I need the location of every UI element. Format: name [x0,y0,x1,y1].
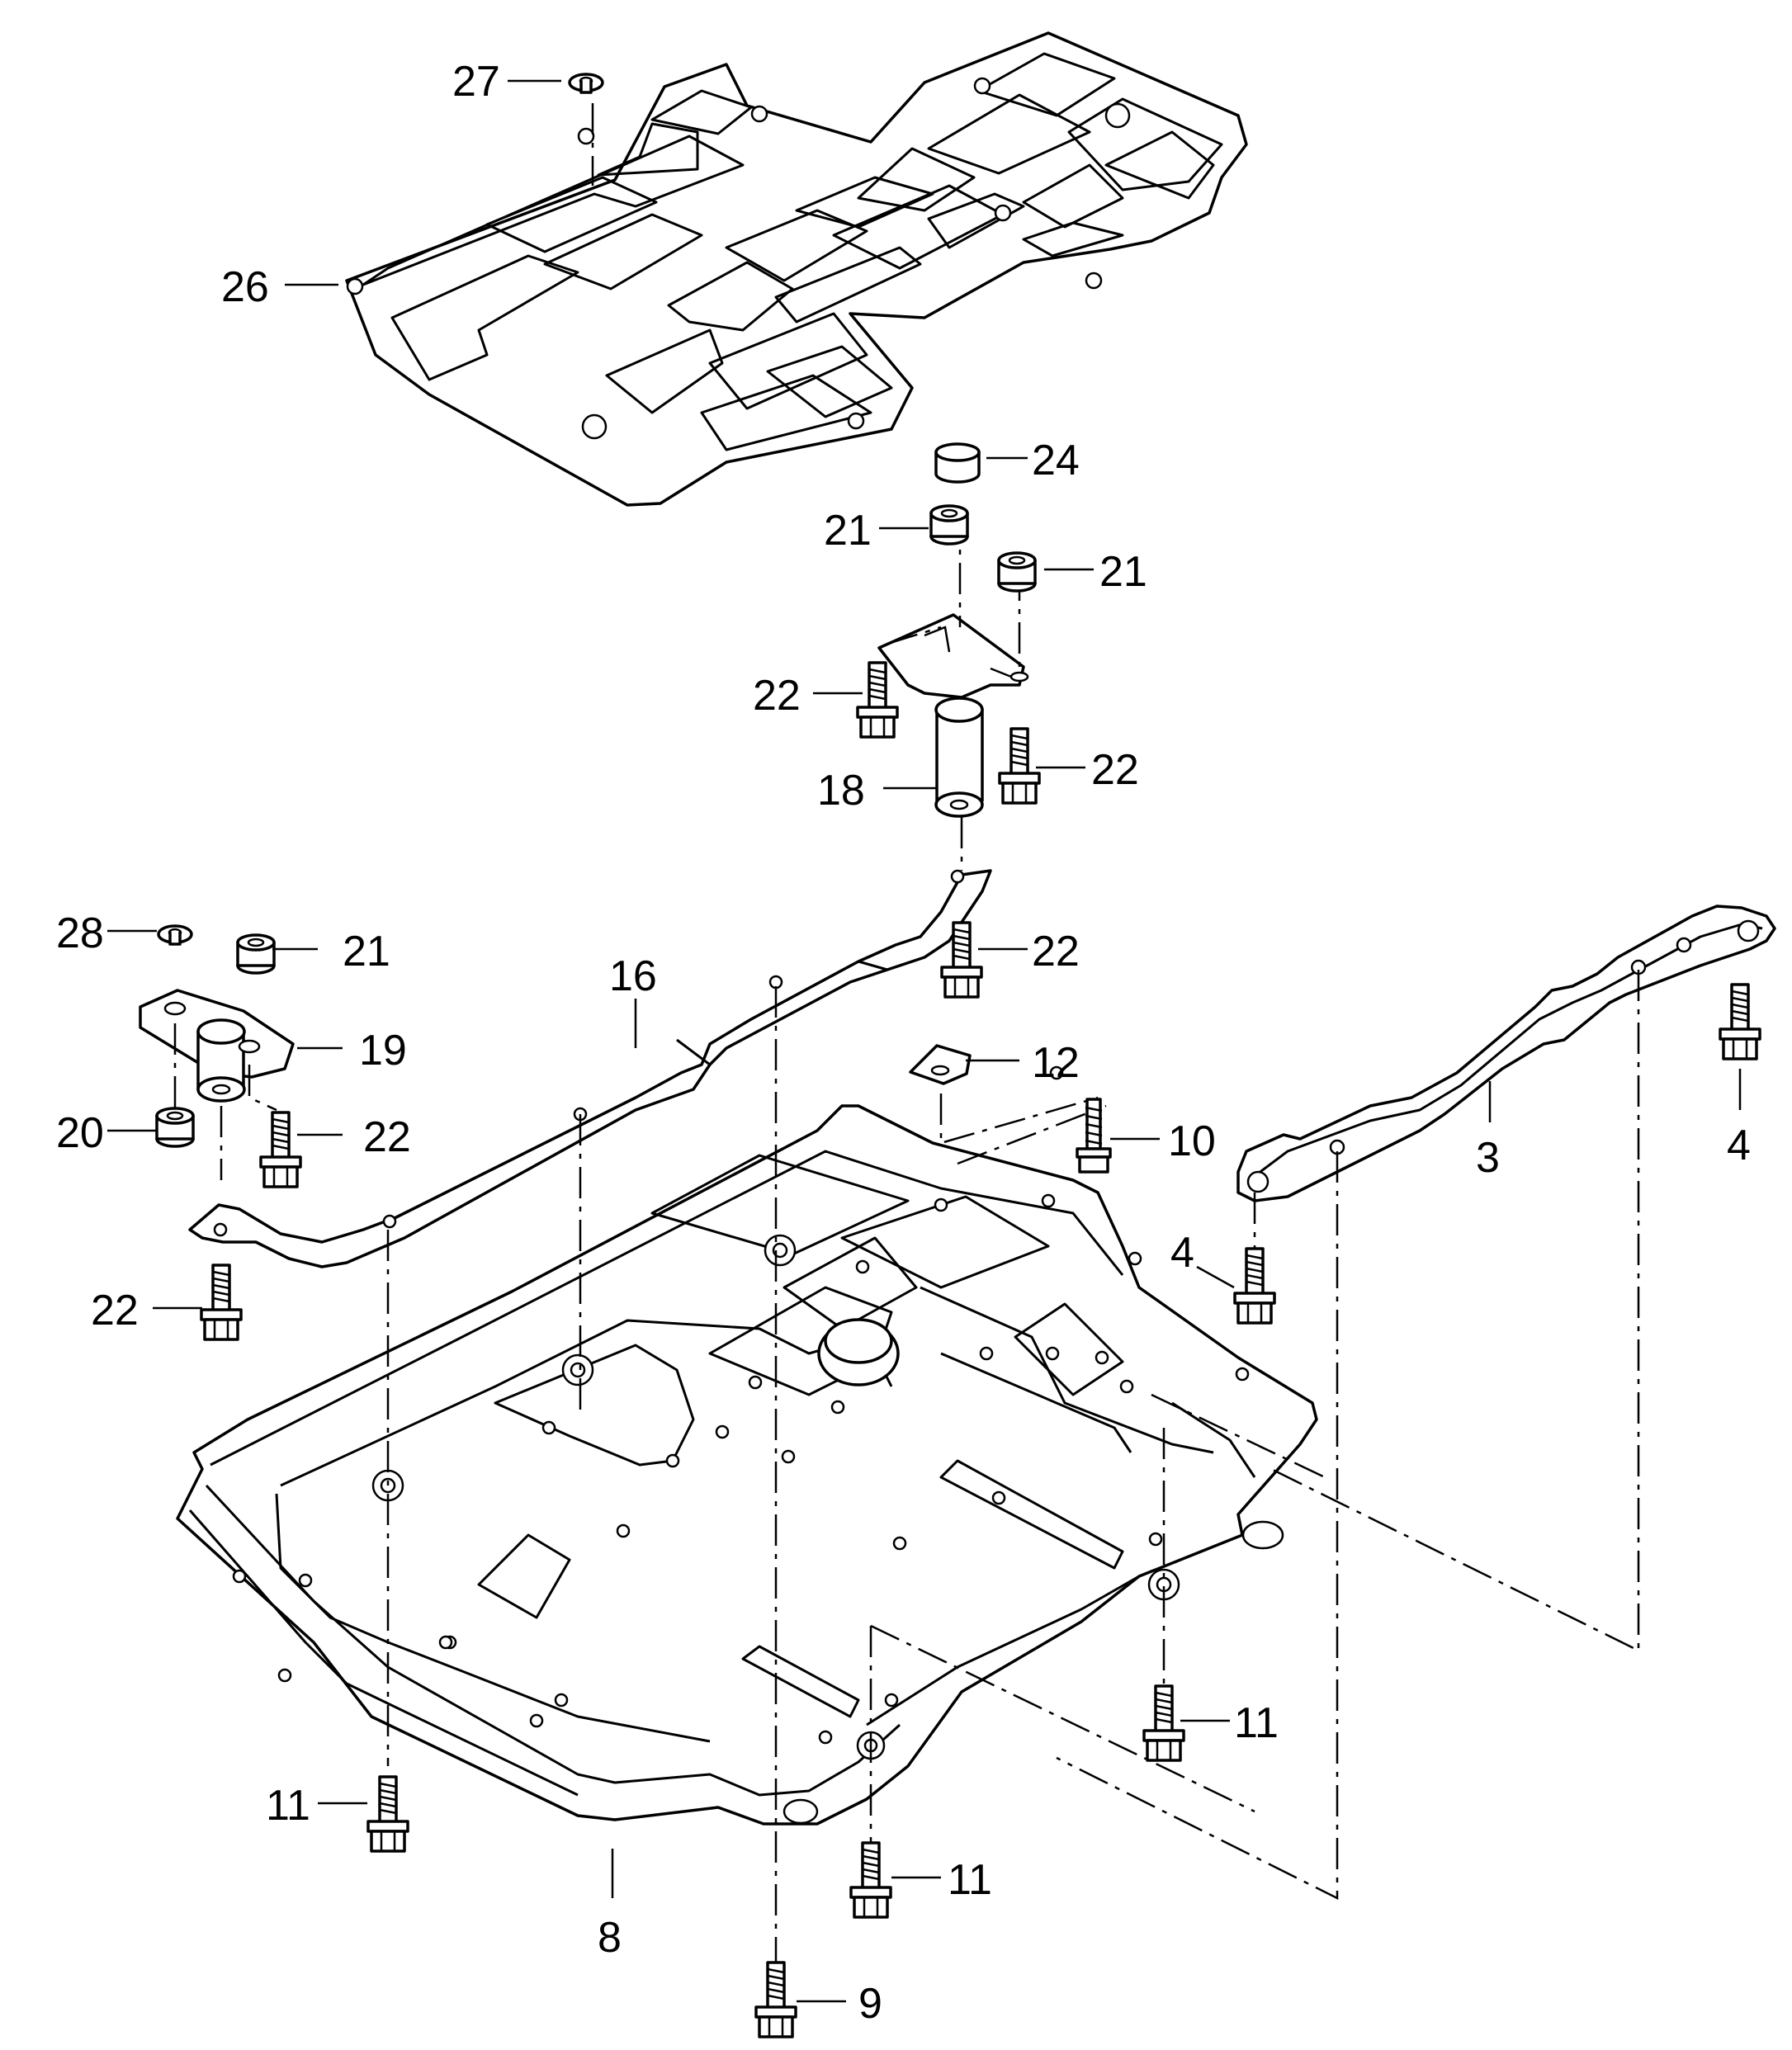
screw-10-icon [1076,1098,1112,1174]
clip-27-icon [568,73,604,94]
leader-lines [107,79,1742,2003]
callout-21: 21 [824,507,872,555]
callout-19: 19 [359,1027,407,1075]
callout-21: 21 [343,928,390,975]
assembly-lines [173,103,1640,1972]
bolt-22d-icon [259,1111,302,1188]
callout-11: 11 [266,1782,310,1830]
bolt-11a-icon [366,1775,409,1853]
callouts: 27 26 24 21 21 22 22 18 22 28 21 16 19 2… [56,58,1751,2028]
bolt-4a-icon [1719,983,1761,1060]
callout-12: 12 [1032,1039,1080,1087]
nut-20-icon [155,1107,195,1148]
bolt-9-icon [754,1961,797,2038]
nut-21c-icon [236,933,276,975]
bolt-22e-icon [200,1264,243,1341]
callout-22: 22 [1032,928,1080,975]
callout-10: 10 [1168,1117,1216,1165]
callout-28: 28 [56,909,104,957]
callout-8: 8 [598,1914,622,1962]
callout-24: 24 [1032,437,1080,484]
callout-3: 3 [1476,1134,1500,1182]
clip-28-icon [157,924,193,946]
callout-27: 27 [452,58,500,106]
callout-22: 22 [363,1113,411,1161]
callout-11: 11 [1234,1699,1279,1747]
nut-21b-icon [997,551,1037,593]
callout-22: 22 [1091,746,1139,794]
cap-24-icon [934,442,981,484]
callout-22: 22 [91,1287,139,1334]
clip-12-icon [909,1044,972,1085]
callout-4: 4 [1170,1229,1194,1277]
callout-11: 11 [948,1856,992,1904]
bolt-22b-icon [998,727,1041,805]
callout-4: 4 [1727,1122,1751,1169]
insulation-panel-26 [345,31,1248,507]
bolt-22a-icon [856,661,899,739]
nut-21a-icon [929,504,969,546]
callout-22: 22 [753,672,801,720]
callout-9: 9 [858,1980,882,2028]
callout-26: 26 [221,263,269,311]
support-rail-3 [1236,905,1776,1202]
bolt-11b-icon [1142,1684,1185,1762]
bolt-11c-icon [849,1841,892,1919]
callout-16: 16 [609,952,657,1000]
callout-18: 18 [817,767,865,815]
underbody-cover-8 [176,1065,1318,1826]
callout-21: 21 [1099,548,1147,596]
fasteners [155,73,1761,2038]
callout-20: 20 [56,1109,104,1157]
bolt-4b-icon [1233,1247,1276,1325]
bracket-19 [139,989,295,1103]
